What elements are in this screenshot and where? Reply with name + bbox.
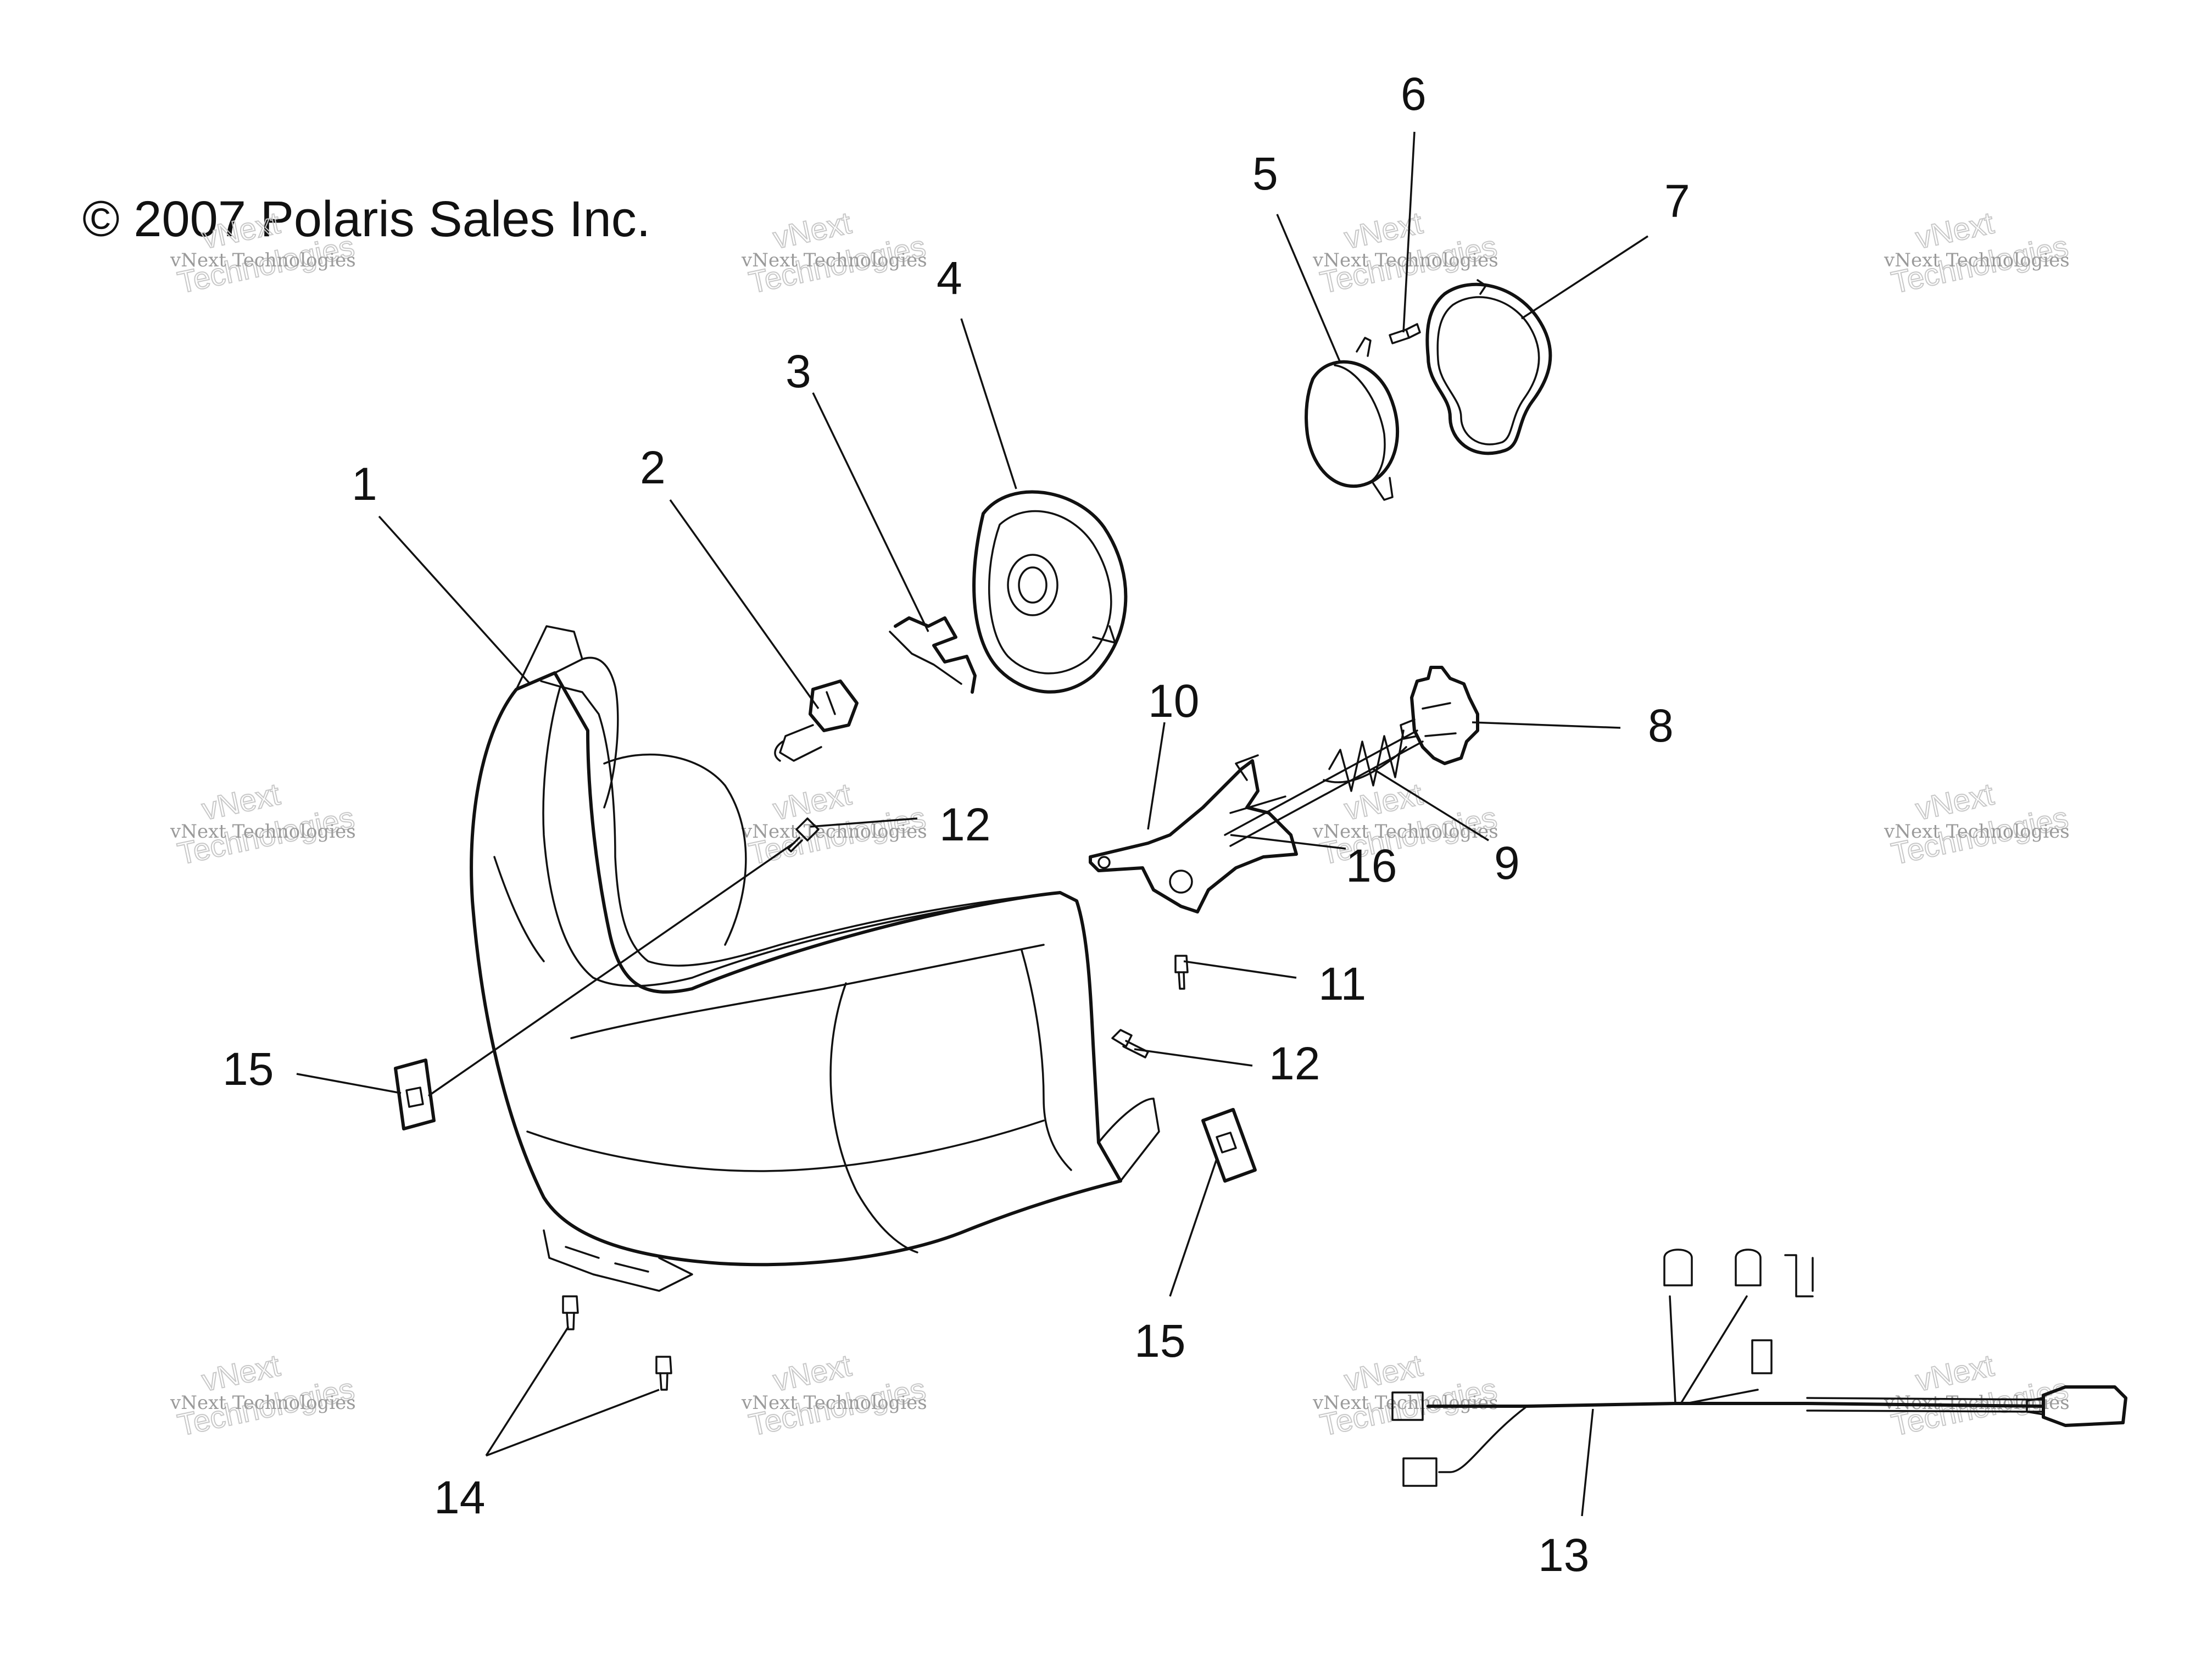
callout-label: 10 xyxy=(1148,675,1199,727)
copyright-text: © 2007 Polaris Sales Inc. xyxy=(82,191,650,247)
lamp-housing xyxy=(1305,337,1400,501)
watermark: vNext Technologies vNext Technologies xyxy=(741,1347,929,1442)
watermark: vNext Technologies vNext Technologies xyxy=(741,776,929,871)
wiring-harness xyxy=(1391,1249,2127,1487)
callout-label: 5 xyxy=(1252,148,1278,199)
watermark: vNext Technologies vNext Technologies xyxy=(170,1347,358,1442)
watermark: vNext Technologies vNext Technologies xyxy=(1312,204,1501,300)
reflector-ring xyxy=(972,490,1128,694)
watermark: vNext Technologies vNext Technologies xyxy=(1884,1347,2072,1442)
callout-label: 12 xyxy=(939,799,990,850)
callout-label: 11 xyxy=(1318,958,1366,1010)
svg-text:vNext Technologies: vNext Technologies xyxy=(1312,1392,1498,1414)
callout-label: 8 xyxy=(1648,700,1674,751)
bracket-screw xyxy=(1174,955,1189,990)
watermark: vNext Technologies vNext Technologies xyxy=(741,204,929,300)
small-screw xyxy=(1389,323,1421,344)
svg-text:vNext Technologies: vNext Technologies xyxy=(170,1392,356,1414)
bulb xyxy=(774,679,859,762)
clip-nut-left xyxy=(394,1058,436,1130)
watermark: vNext Technologies vNext Technologies xyxy=(1884,204,2072,300)
callout-label: 13 xyxy=(1538,1529,1589,1581)
leader-lines xyxy=(296,131,1648,1517)
svg-text:vNext Technologies: vNext Technologies xyxy=(741,1392,927,1414)
svg-text:vNext Technologies: vNext Technologies xyxy=(1884,249,2070,271)
watermark-grid: vNext Technologies vNext Technologies vN… xyxy=(170,204,2072,1442)
bottom-screws xyxy=(562,1295,672,1391)
callout-label: 9 xyxy=(1494,837,1520,889)
mounting-bracket xyxy=(1089,754,1298,913)
callout-label: 15 xyxy=(222,1043,274,1095)
svg-text:vNext Technologies: vNext Technologies xyxy=(1312,249,1498,271)
gasket xyxy=(1425,279,1552,455)
callout-label: 2 xyxy=(640,442,666,493)
callout-label: 14 xyxy=(434,1472,485,1523)
callout-label: 6 xyxy=(1401,68,1427,120)
adjuster-knob xyxy=(1400,666,1479,765)
housing-screw-lower xyxy=(1111,1029,1149,1058)
callout-label: 12 xyxy=(1269,1038,1320,1089)
svg-text:vNext Technologies: vNext Technologies xyxy=(170,821,356,843)
svg-text:vNext Technologies: vNext Technologies xyxy=(1884,821,2070,843)
callout-label: 1 xyxy=(352,458,377,510)
headlight-housing xyxy=(470,625,1160,1292)
retaining-clip xyxy=(889,616,977,694)
connector xyxy=(1391,1391,1424,1421)
callout-label: 16 xyxy=(1346,840,1397,892)
watermark: vNext Technologies vNext Technologies xyxy=(1312,776,1501,871)
svg-text:vNext Technologies: vNext Technologies xyxy=(741,249,927,271)
connector xyxy=(1402,1457,1437,1487)
svg-text:vNext Technologies: vNext Technologies xyxy=(170,249,356,271)
callout-label: 15 xyxy=(1134,1315,1185,1367)
callout-label: 7 xyxy=(1664,175,1690,227)
watermark: vNext Technologies vNext Technologies xyxy=(1884,776,2072,871)
callout-label: 4 xyxy=(937,252,962,304)
clip-nut-right xyxy=(1201,1108,1257,1183)
svg-text:vNext Technologies: vNext Technologies xyxy=(1312,821,1498,843)
callout-numbers: 1 2 3 4 5 6 7 8 9 10 11 12 12 13 14 15 1… xyxy=(222,68,1690,1581)
watermark: vNext Technologies vNext Technologies xyxy=(170,776,358,871)
callout-label: 3 xyxy=(785,346,811,397)
adjuster-rod xyxy=(1224,729,1424,847)
